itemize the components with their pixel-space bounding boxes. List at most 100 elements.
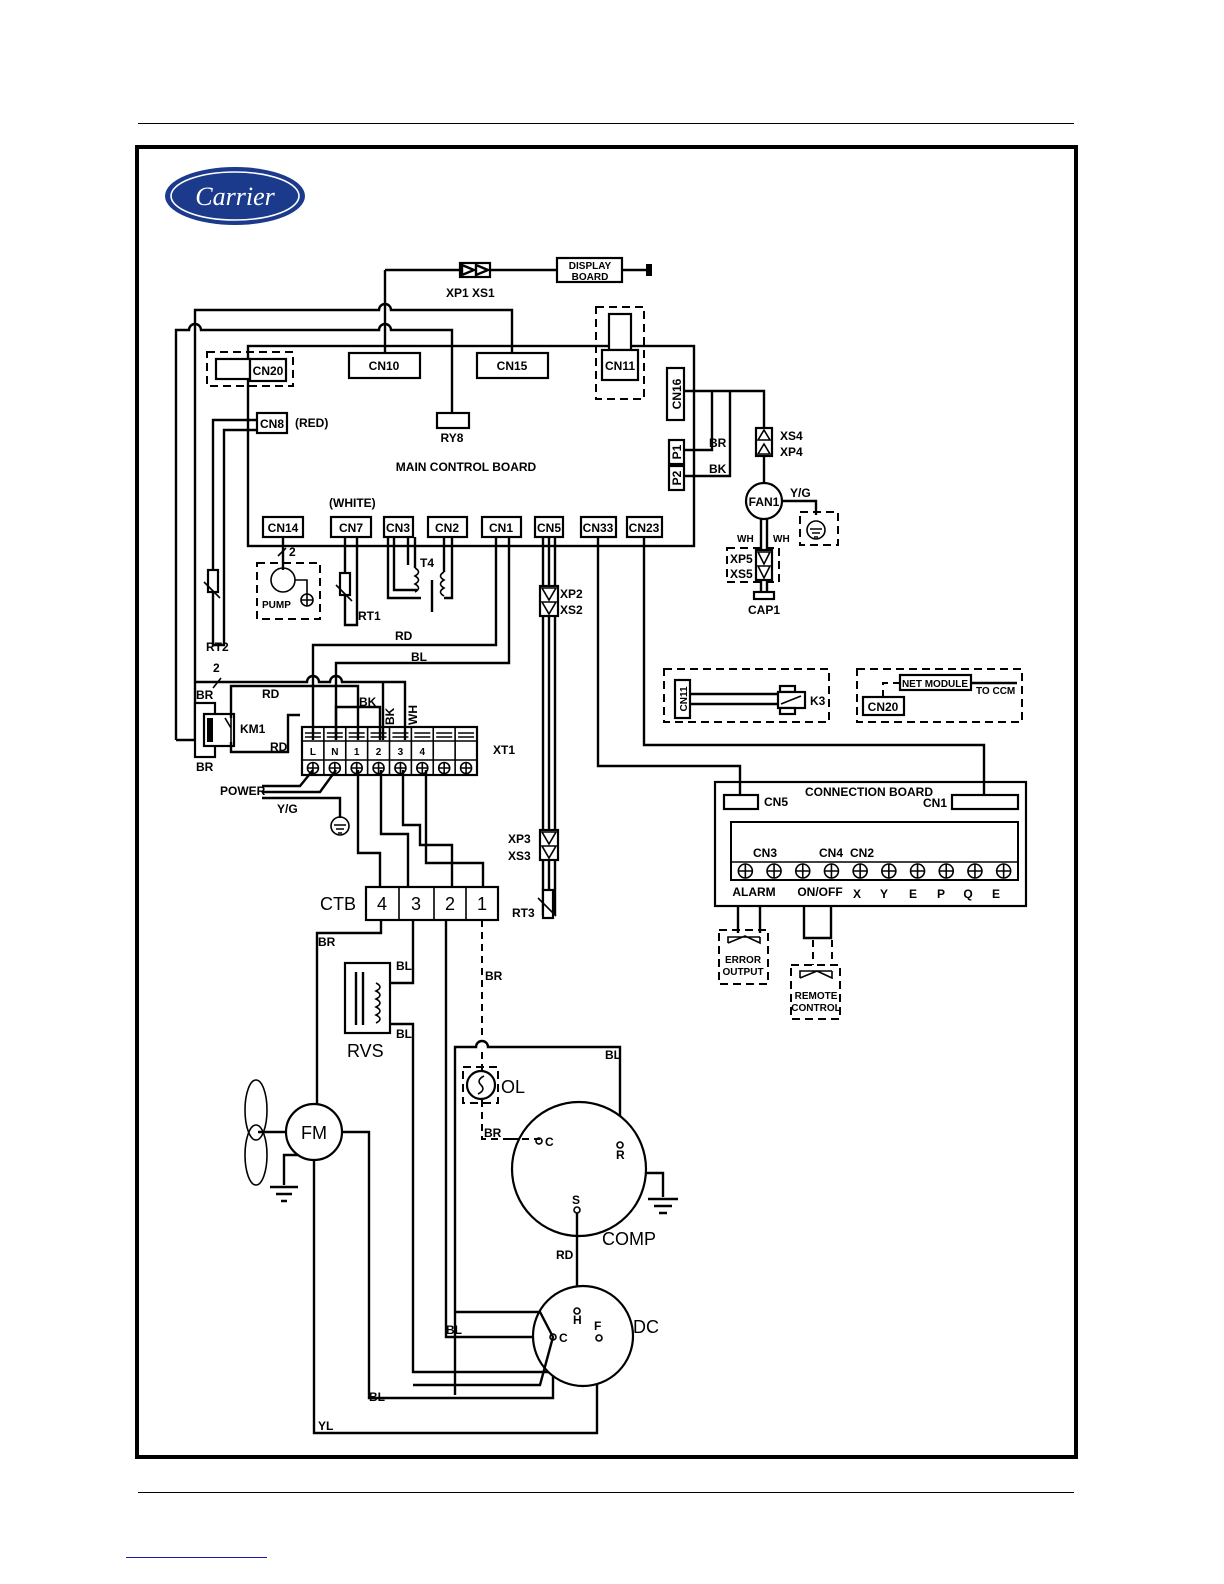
cb-screw-cross <box>795 864 810 878</box>
xp5-xs5-arrows <box>756 551 772 580</box>
xp4-label: XP4 <box>780 445 803 459</box>
bl-wire-n <box>334 537 511 740</box>
xp3-xs3-arrows <box>540 831 558 860</box>
xt1-clamp-icon <box>370 732 387 738</box>
xt1-screw-icon[interactable] <box>416 761 429 775</box>
cn20-connector <box>248 357 288 383</box>
km1-rd-bottom <box>229 713 300 754</box>
pump-ground-wire <box>295 579 313 606</box>
rvs-label: RVS <box>347 1041 384 1061</box>
wh-vertical-label: WH <box>406 705 420 725</box>
ol-dashed-box <box>462 1066 499 1104</box>
footer-rule <box>138 1492 1074 1493</box>
xt1-clamp-icon <box>304 732 321 738</box>
cb-screw-cross <box>738 864 753 878</box>
k3-dashed-box <box>663 668 830 723</box>
alarm-wires <box>736 906 762 933</box>
ctb4-br-label: BR <box>318 935 336 949</box>
cn2-connector <box>426 515 469 539</box>
km1-br-top: BR <box>196 688 214 702</box>
cn11-dashed-option <box>595 306 645 400</box>
cn5-label: CN5 <box>537 521 561 535</box>
xt1-screw-icon[interactable] <box>437 761 451 775</box>
comp-label: COMP <box>602 1229 656 1249</box>
xp2-label: XP2 <box>560 587 583 601</box>
xt1-clamp-icon <box>414 732 431 738</box>
xt1-screw-cross <box>395 763 406 773</box>
error-output-contact <box>727 935 761 945</box>
xt1-label: XT1 <box>493 743 515 757</box>
comp-pin-r <box>616 1141 624 1149</box>
cb-term-y: Y <box>880 887 888 901</box>
cn3-label: CN3 <box>386 521 410 535</box>
power-label: POWER <box>220 784 266 798</box>
ctb-dividers <box>398 887 467 920</box>
cb-title: CONNECTION BOARD <box>805 785 933 799</box>
net-cn20-connector <box>861 695 906 717</box>
xt1-screw-cross <box>439 763 450 773</box>
rvs-bl-top: BL <box>396 959 412 973</box>
power-ground-bars <box>334 824 346 834</box>
power-ground-icon <box>330 816 350 836</box>
cn7-note: (WHITE) <box>329 496 376 510</box>
cn1-label: CN1 <box>489 521 513 535</box>
xt1-screw-icon[interactable] <box>372 761 385 775</box>
comp-ground-wire <box>646 1171 665 1197</box>
p1-connector <box>667 438 686 466</box>
xt1-terminal-label: 3 <box>398 747 404 758</box>
fan1-wh-right: WH <box>773 534 790 545</box>
cn3-connector <box>382 515 415 539</box>
logo-ring <box>170 171 300 221</box>
rvs-coil <box>374 982 381 1024</box>
cn8-label: CN8 <box>260 417 284 431</box>
cn33-wire <box>596 537 742 795</box>
xp1-xs1-label: XP1 XS1 <box>446 286 495 300</box>
pump-icon <box>270 567 296 593</box>
comp-r-wire <box>453 1039 622 1395</box>
xt1-screw-icon[interactable] <box>394 761 407 775</box>
dc-circle <box>531 1284 635 1388</box>
k3-cn11-connector <box>673 678 692 720</box>
cb-cn1-label: CN1 <box>923 796 947 810</box>
comp-pin-c <box>535 1137 543 1145</box>
optional-net-module: NET MODULE TO CCM CN20 <box>856 668 1023 723</box>
cb-screw-cross <box>996 864 1011 878</box>
k3-bottom-tab <box>778 706 797 716</box>
km1-control-wires <box>195 674 407 740</box>
ol-s-glyph <box>477 1075 485 1095</box>
xt1-screw-icon[interactable] <box>306 761 320 775</box>
rd-wire-label: RD <box>395 629 413 643</box>
dc-pin-f-label: F <box>594 1319 601 1333</box>
cb-term-e1: E <box>909 887 917 901</box>
error-output-line1: ERROR <box>725 955 762 966</box>
cn20-label: CN20 <box>253 364 284 378</box>
main-board-title: MAIN CONTROL BOARD <box>396 460 537 474</box>
bk-label: BK <box>359 695 377 709</box>
cb-group-cn3: CN3 <box>753 846 777 860</box>
carrier-logo: Carrier <box>165 167 305 225</box>
xt1-screw-icon[interactable] <box>459 761 473 775</box>
connection-board: CN5 CONNECTION BOARD CN1 CN3 CN4 CN2 ALA… <box>713 780 1028 1020</box>
bus-count: 2 <box>213 661 220 675</box>
xs4-xp4-arrows <box>756 428 772 455</box>
xt1-clamp-icon <box>436 732 453 738</box>
p1-wire-label: BR <box>709 436 727 450</box>
net-to-ccm-label: TO CCM <box>976 686 1015 697</box>
xp2-xs2-arrows <box>540 587 558 616</box>
fm-ground-icon <box>270 1185 298 1203</box>
ctb-terminal-block <box>364 885 500 922</box>
footer-link-underline[interactable] <box>126 1557 267 1558</box>
km1-rd-top <box>229 684 360 740</box>
display-board-box <box>555 256 624 284</box>
cn15-connector <box>475 351 550 380</box>
fan1-ground-wire <box>782 499 818 515</box>
p2-label: P2 <box>670 470 684 485</box>
fm-bl-wire <box>342 1130 555 1400</box>
ground-bars <box>810 528 822 538</box>
cn1-connector <box>480 515 523 539</box>
km1-rd-top-label: RD <box>262 687 280 701</box>
comp-s-rd-label: RD <box>556 1248 574 1262</box>
xt1-screw-icon[interactable] <box>350 761 363 775</box>
diagram-frame <box>135 145 1078 1459</box>
